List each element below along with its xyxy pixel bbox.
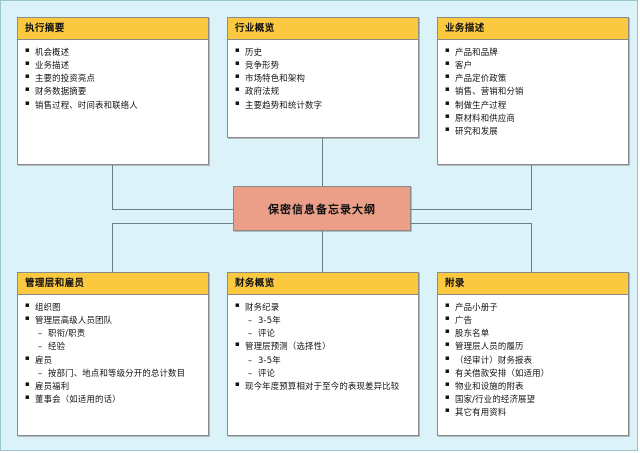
- list-item-sub: 评论: [234, 367, 412, 380]
- node-body-executive-summary: 机会概述 业务描述 主要的投资亮点 财务数据摘要 销售过程、时间表和联络人: [18, 40, 208, 115]
- connector-fin-up: [322, 230, 323, 273]
- bullet-list-management-and-employees: 组织图 管理层高级人员团队 职衔/职责 经验 雇员 按部门、地点和等级分开的总计…: [24, 300, 202, 406]
- node-body-management-and-employees: 组织图 管理层高级人员团队 职衔/职责 经验 雇员 按部门、地点和等级分开的总计…: [18, 295, 208, 409]
- node-header-industry-overview: 行业概览: [228, 18, 418, 41]
- node-business-description[interactable]: 业务描述 产品和品牌 客户 产品定价政策 销售、营销和分销 制做生产过程 原材料…: [437, 17, 629, 165]
- list-item-sub: 3-5年: [234, 354, 412, 367]
- node-header-business-description: 业务描述: [438, 18, 628, 41]
- list-item: 机会概述: [24, 45, 202, 59]
- list-item: 客户: [444, 58, 622, 72]
- list-item: 管理层预测（选择性）: [234, 339, 412, 353]
- connector-app-up: [531, 223, 532, 273]
- list-item: 历史: [234, 45, 412, 59]
- list-item: 雇员: [24, 352, 202, 367]
- connector-mgmt-up: [112, 223, 113, 273]
- list-item: 销售、营销和分销: [444, 84, 622, 98]
- node-body-financial-overview: 财务纪录 3-5年 评论 管理层预测（选择性） 3-5年 评论 现今年度预算相对…: [228, 295, 418, 396]
- list-item: 产品和品牌: [444, 45, 622, 59]
- connector-center-to-mgmt: [112, 223, 234, 224]
- list-item-sub: 经验: [24, 340, 202, 353]
- list-item: 研究和发展: [444, 124, 622, 138]
- bullet-list-industry-overview: 历史 竞争形势 市场特色和架构 政府法规 主要趋势和统计数字: [234, 45, 412, 112]
- list-item: 管理层高级人员团队: [24, 313, 202, 327]
- list-item: 董事会（如适用的话）: [24, 392, 202, 406]
- list-item: 组织图: [24, 300, 202, 314]
- bullet-list-executive-summary: 机会概述 业务描述 主要的投资亮点 财务数据摘要 销售过程、时间表和联络人: [24, 45, 202, 112]
- connector-exec-down: [112, 165, 113, 210]
- list-item-sub: 按部门、地点和等级分开的总计数目: [24, 367, 202, 380]
- list-item: 主要趋势和统计数字: [234, 97, 412, 112]
- node-executive-summary[interactable]: 执行摘要 机会概述 业务描述 主要的投资亮点 财务数据摘要 销售过程、时间表和联…: [17, 17, 209, 165]
- node-management-and-employees[interactable]: 管理层和雇员 组织图 管理层高级人员团队 职衔/职责 经验 雇员 按部门、地点和…: [17, 272, 209, 436]
- node-appendix[interactable]: 附录 产品小册子 广告 股东名单 管理层人员的履历 （经审计）财务报表 有关借款…: [437, 272, 629, 436]
- list-item: 财务数据摘要: [24, 84, 202, 98]
- list-item: 国家/行业的经济展望: [444, 392, 622, 406]
- list-item: 广告: [444, 313, 622, 327]
- list-item: 现今年度预算相对于至今的表现差异比较: [234, 379, 412, 393]
- node-header-management-and-employees: 管理层和雇员: [18, 273, 208, 296]
- list-item: 销售过程、时间表和联络人: [24, 97, 202, 112]
- list-item: 制做生产过程: [444, 97, 622, 112]
- list-item: 物业和设施的附表: [444, 379, 622, 393]
- list-item: 产品小册子: [444, 300, 622, 314]
- list-item-sub: 职衔/职责: [24, 327, 202, 340]
- connector-biz-down: [531, 165, 532, 210]
- list-item-sub: 评论: [234, 327, 412, 340]
- list-item: 原材料和供应商: [444, 111, 622, 125]
- page-title: 保密信息备忘录大纲: [268, 202, 376, 216]
- connector-exec-to-center: [112, 209, 234, 210]
- list-item: 有关借款安排（如适用）: [444, 366, 622, 380]
- node-header-financial-overview: 财务概览: [228, 273, 418, 296]
- node-industry-overview[interactable]: 行业概览 历史 竞争形势 市场特色和架构 政府法规 主要趋势和统计数字: [227, 17, 419, 138]
- list-item-sub: 3-5年: [234, 314, 412, 327]
- list-item: 财务纪录: [234, 300, 412, 314]
- bullet-list-financial-overview: 财务纪录 3-5年 评论 管理层预测（选择性） 3-5年 评论 现今年度预算相对…: [234, 300, 412, 393]
- node-financial-overview[interactable]: 财务概览 财务纪录 3-5年 评论 管理层预测（选择性） 3-5年 评论 现今年…: [227, 272, 419, 436]
- connector-biz-to-center: [410, 209, 532, 210]
- list-item: 雇员福利: [24, 379, 202, 393]
- connector-center-to-app: [410, 223, 532, 224]
- bullet-list-business-description: 产品和品牌 客户 产品定价政策 销售、营销和分销 制做生产过程 原材料和供应商 …: [444, 45, 622, 138]
- list-item: 其它有用资料: [444, 405, 622, 419]
- list-item: 竞争形势: [234, 58, 412, 72]
- list-item: 市场特色和架构: [234, 71, 412, 85]
- list-item: 管理层人员的履历: [444, 339, 622, 353]
- connector-ind-down: [322, 138, 323, 187]
- node-body-appendix: 产品小册子 广告 股东名单 管理层人员的履历 （经审计）财务报表 有关借款安排（…: [438, 295, 628, 422]
- node-body-industry-overview: 历史 竞争形势 市场特色和架构 政府法规 主要趋势和统计数字: [228, 40, 418, 115]
- list-item: 主要的投资亮点: [24, 71, 202, 85]
- node-center-title[interactable]: 保密信息备忘录大纲: [233, 186, 411, 231]
- bullet-list-appendix: 产品小册子 广告 股东名单 管理层人员的履历 （经审计）财务报表 有关借款安排（…: [444, 300, 622, 419]
- list-item: （经审计）财务报表: [444, 352, 622, 367]
- node-body-business-description: 产品和品牌 客户 产品定价政策 销售、营销和分销 制做生产过程 原材料和供应商 …: [438, 40, 628, 141]
- list-item: 业务描述: [24, 58, 202, 72]
- list-item: 股东名单: [444, 326, 622, 340]
- node-header-executive-summary: 执行摘要: [18, 18, 208, 41]
- list-item: 产品定价政策: [444, 71, 622, 85]
- node-header-appendix: 附录: [438, 273, 628, 296]
- list-item: 政府法规: [234, 84, 412, 98]
